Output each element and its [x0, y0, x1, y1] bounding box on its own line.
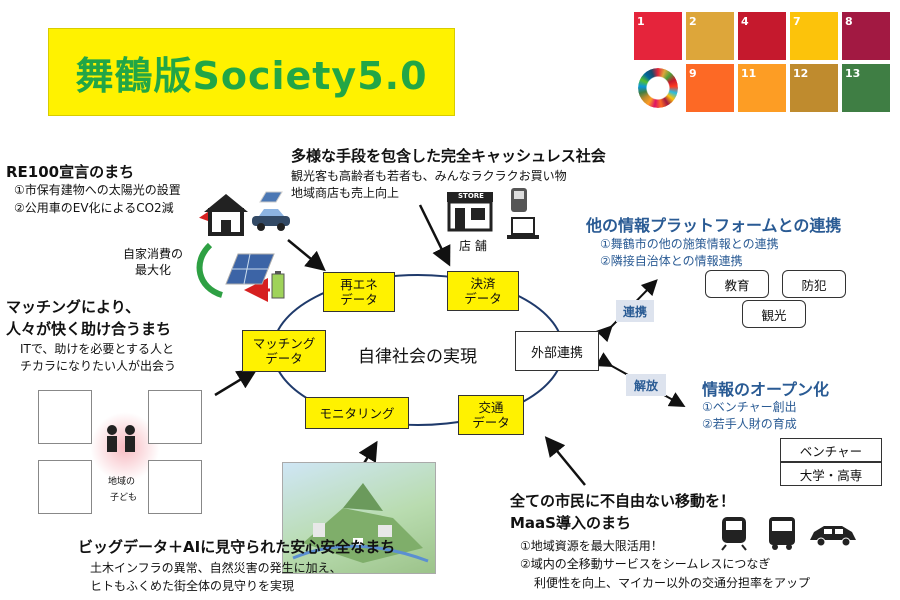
battery-icon: [271, 271, 285, 299]
open-line2: ②若手人財の育成: [702, 417, 797, 431]
car-icon: [810, 526, 856, 547]
open-line1: ①ベンチャー創出: [702, 400, 797, 414]
platform-heading: 他の情報プラットフォームとの連携: [586, 216, 842, 235]
shop-card: [148, 460, 202, 514]
sdg-goal-8-icon: 8: [842, 12, 890, 60]
store-sign: STORE: [458, 192, 484, 200]
open-heading: 情報のオープン化: [702, 380, 830, 399]
arrow-matching: [214, 369, 258, 397]
re100-line2: ②公用車のEV化によるCO2減: [14, 201, 174, 215]
cashless-line1: 観光客も高齢者も若者も、みんなラクラクお買い物: [291, 169, 567, 183]
tag-education: 教育: [705, 270, 769, 298]
page-title: 舞鶴版Society5.0: [75, 53, 428, 98]
maas-heading-1: 全ての市民に不自由ない移動を！: [510, 492, 736, 510]
green-cycle-arrow: [196, 242, 224, 298]
maas-heading-2: MaaS導入のまち: [510, 514, 631, 532]
school-card: [38, 390, 92, 444]
tag-university: 大学・高専: [780, 462, 882, 486]
platform-line2: ②隣接自治体との情報連携: [600, 254, 743, 268]
maas-line2: ②域内の全移動サービスをシームレスにつなぎ: [520, 557, 771, 571]
building-icon: [204, 194, 248, 236]
arrow-cashless: [418, 204, 451, 267]
sdg-color-wheel: [638, 68, 678, 108]
bigdata-line1: 土木インフラの異常、自然災害の発生に加え、: [90, 561, 342, 575]
sdg-wheel-icon: [634, 64, 682, 112]
node-re-data: 再エネ データ: [323, 272, 395, 312]
tag-tourism: 観光: [742, 300, 806, 328]
arrow-maas: [544, 436, 586, 486]
tag-venture: ベンチャー: [780, 438, 882, 462]
sdg-goal-number: 13: [845, 67, 861, 80]
sdg-goal-12-icon: 12: [790, 64, 838, 112]
city-model-illustration: [292, 483, 429, 563]
solar-panel-small-icon: [259, 191, 283, 203]
sdg-goal-number: 2: [689, 15, 697, 28]
re100-self-use: 自家消費の 最大化: [123, 247, 184, 277]
node-external: 外部連携: [515, 331, 599, 371]
maas-line1: ①地域資源を最大限活用！: [520, 539, 663, 553]
bus-icon: [769, 517, 795, 550]
badge-link: 連携: [616, 300, 654, 322]
matching-line2: チカラになりたい人が出会う: [20, 359, 177, 373]
community-label-2: 子ども: [110, 493, 138, 503]
sdg-goal-9-icon: 9: [686, 64, 734, 112]
sdg-goal-number: 11: [741, 67, 757, 80]
sdg-goal-7-icon: 7: [790, 12, 838, 60]
center-label: 自律社会の実現: [358, 347, 477, 367]
sdg-goal-2-icon: 2: [686, 12, 734, 60]
sdg-goal-number: 9: [689, 67, 697, 80]
bigdata-heading: ビッグデータ＋AIに見守られた安心安全なまち: [78, 538, 396, 556]
cashless-heading: 多様な手段を包含した完全キャッシュレス社会: [291, 147, 606, 165]
ev-car-icon: [252, 209, 290, 231]
children-icon: [107, 425, 135, 452]
sdg-goal-13-icon: 13: [842, 64, 890, 112]
community-label-1: 地域の: [108, 477, 136, 487]
cashless-line2: 地域商店も売上向上: [291, 186, 400, 200]
matching-diagram: 地域の 子ども: [30, 382, 210, 517]
re100-line1: ①市保有建物への太陽光の設置: [14, 183, 181, 197]
re100-heading: RE100宣言のまち: [6, 163, 135, 181]
bigdata-line2: ヒトもふくめた街全体の見守りを実現: [90, 579, 295, 593]
store-label: 店 舗: [459, 239, 487, 253]
sdg-goal-number: 7: [793, 15, 801, 28]
swimming-card: [148, 390, 202, 444]
node-monitoring: モニタリング: [305, 397, 409, 429]
solar-panel-icon: [225, 253, 275, 285]
sdg-goal-4-icon: 4: [738, 12, 786, 60]
arrow-re100: [287, 239, 326, 272]
train-icon: [721, 517, 747, 551]
node-payment-data: 決済 データ: [447, 271, 519, 311]
sdg-goal-number: 8: [845, 15, 853, 28]
sdg-goal-number: 4: [741, 15, 749, 28]
badge-release: 解放: [626, 374, 666, 396]
title-banner: 舞鶴版Society5.0: [48, 28, 455, 116]
matching-heading-2: 人々が快く助け合うまち: [6, 320, 172, 338]
sdg-goal-11-icon: 11: [738, 64, 786, 112]
family-card: [38, 460, 92, 514]
node-traffic-data: 交通 データ: [458, 395, 524, 435]
node-matching-data: マッチング データ: [242, 330, 326, 372]
maas-line3: 利便性を向上、マイカー以外の交通分担率をアップ: [534, 576, 811, 590]
city-model-image: [282, 462, 436, 574]
sdg-goal-number: 1: [637, 15, 645, 28]
sdg-goal-1-icon: 1: [634, 12, 682, 60]
store-icon: [447, 192, 493, 232]
laptop-icon: [507, 217, 539, 239]
matching-line1: ITで、助けを必要とする人と: [20, 342, 175, 356]
sdg-goal-number: 12: [793, 67, 809, 80]
platform-line1: ①舞鶴市の他の施策情報との連携: [600, 237, 779, 251]
tag-crime-prevention: 防犯: [782, 270, 846, 298]
matching-heading-1: マッチングにより、: [6, 298, 141, 316]
payment-terminal-icon: [511, 188, 527, 212]
